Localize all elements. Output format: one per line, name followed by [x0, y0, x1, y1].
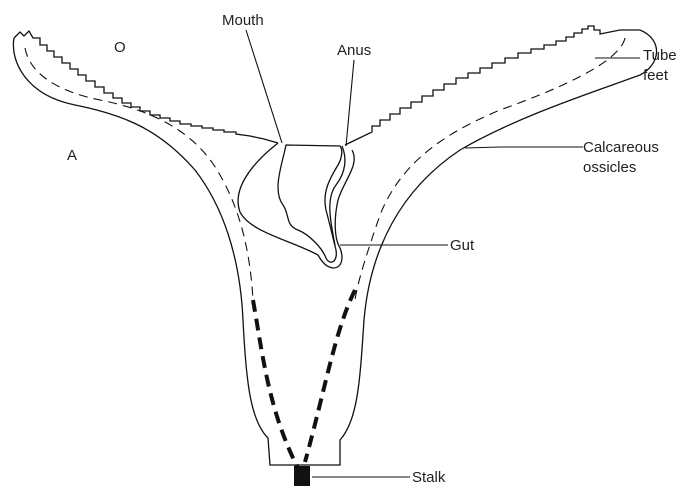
label-stalk: Stalk	[412, 469, 446, 486]
gut-cavity-outline	[238, 143, 354, 268]
left-ossicle-dashed	[25, 48, 253, 300]
stalk-block	[294, 466, 310, 486]
right-stem-dashed	[305, 290, 355, 462]
left-tube-feet-fringe	[14, 31, 278, 143]
right-tube-feet-fringe	[345, 26, 640, 145]
label-tube-feet-1: Tube	[643, 47, 677, 64]
label-calcareous-2: ossicles	[583, 159, 636, 176]
label-oral-o: O	[114, 39, 126, 56]
anus-pointer	[346, 60, 354, 146]
label-calcareous-1: Calcareous	[583, 139, 659, 156]
label-gut: Gut	[450, 237, 475, 254]
gut-tube	[278, 145, 342, 262]
calcareous-pointer	[465, 147, 583, 148]
left-stem-dashed	[253, 300, 298, 468]
mouth-pointer	[246, 30, 282, 143]
anal-tube	[330, 146, 345, 245]
label-aboral-a: A	[67, 147, 77, 164]
label-tube-feet-2: feet	[643, 67, 669, 84]
label-mouth: Mouth	[222, 12, 264, 29]
label-anus: Anus	[337, 42, 371, 59]
